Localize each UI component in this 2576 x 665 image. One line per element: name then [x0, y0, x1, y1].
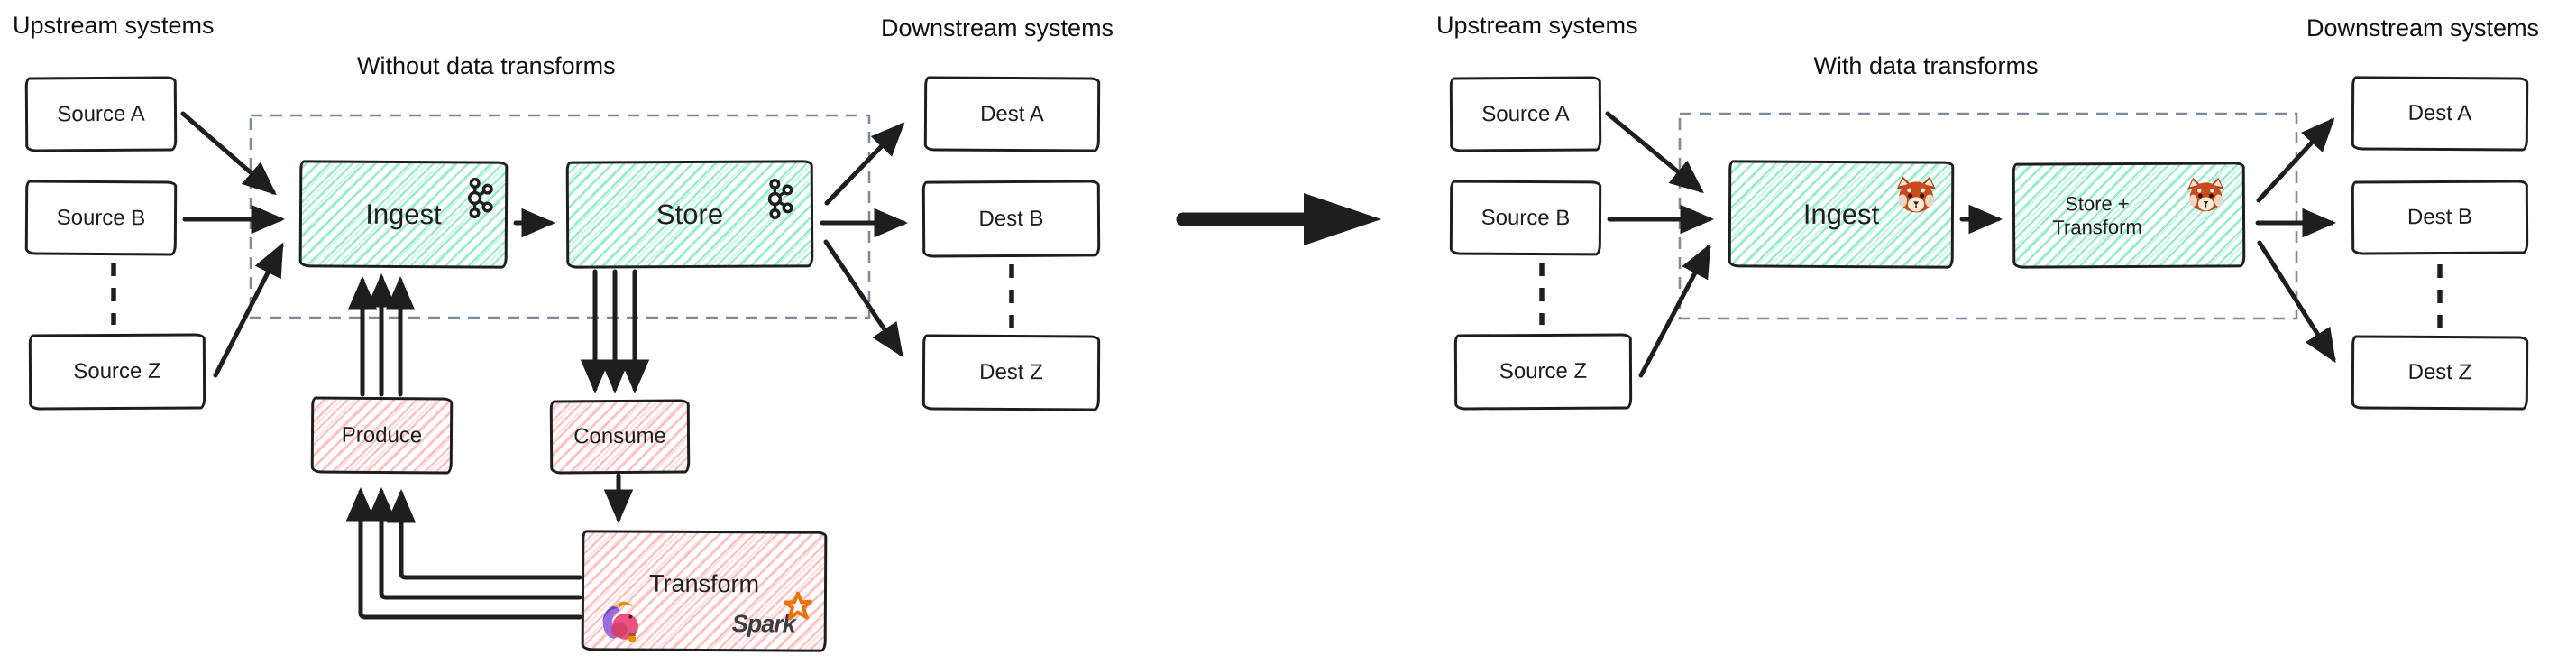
node-label: Source Z	[73, 358, 161, 384]
node-label: Source B	[56, 205, 146, 230]
node-label: Ingest	[365, 198, 442, 230]
node-dest-z-left: Dest Z	[921, 334, 1101, 411]
node-label: Source A	[57, 101, 145, 126]
spark-logo: Spark	[732, 591, 812, 638]
arrow-store-destZ	[823, 239, 903, 358]
node-label: Dest Z	[2407, 359, 2472, 385]
node-source-a-right: Source A	[1449, 76, 1602, 152]
node-label: Consume	[573, 423, 666, 449]
kafka-icon	[467, 177, 493, 219]
node-source-b-left: Source B	[24, 180, 178, 256]
arrow-transform-produce-1	[386, 489, 582, 580]
transition-arrow	[1176, 193, 1381, 245]
node-ingest-right: Ingest	[1728, 160, 1955, 269]
node-dest-b-left: Dest B	[921, 180, 1101, 258]
node-source-a-left: Source A	[24, 76, 178, 152]
arrow-storetransform-destA	[2256, 117, 2335, 203]
arrow-sourceZ-ingest-left	[213, 242, 284, 378]
node-label: Ingest	[1802, 198, 1880, 230]
arrow-store-destA	[824, 122, 905, 206]
node-dest-z-right: Dest Z	[2351, 335, 2529, 411]
platform-frame-left	[249, 114, 871, 319]
downstream-label-right: Downstream systems	[2306, 14, 2540, 42]
node-source-z-left: Source Z	[28, 333, 206, 411]
node-dest-a-right: Dest A	[2351, 76, 2529, 152]
platform-frame-right	[1678, 112, 2298, 320]
upstream-label-left: Upstream systems	[13, 12, 215, 39]
node-label: Dest B	[2406, 204, 2473, 230]
node-source-b-right: Source B	[1449, 180, 1602, 256]
node-label: Dest A	[2407, 100, 2472, 126]
node-label: Dest Z	[979, 359, 1043, 385]
arrow-transform-produce-3	[345, 487, 582, 620]
node-store-left: Store	[565, 160, 814, 269]
store-transform-line2: Transform	[2052, 215, 2142, 238]
node-produce: Produce	[310, 396, 454, 475]
node-label: Source B	[1481, 205, 1571, 230]
downstream-label-left: Downstream systems	[881, 14, 1114, 42]
node-store-transform: Store + Transform	[2012, 162, 2246, 269]
kafka-icon	[767, 178, 793, 220]
redpanda-icon	[1896, 176, 1937, 213]
store-transform-line1: Store +	[2065, 191, 2130, 215]
node-ingest-left: Ingest	[298, 160, 509, 269]
diagram-title-left: Without data transforms	[357, 52, 616, 79]
arrow-transform-produce-2	[366, 487, 582, 600]
node-label: Transform	[648, 569, 760, 597]
node-label: Dest B	[978, 206, 1044, 231]
arrow-storetransform-destZ	[2257, 240, 2336, 364]
node-transform: Transform Spark	[581, 530, 828, 652]
redpanda-icon	[2186, 177, 2224, 212]
arrow-sourceA-ingest-right	[1605, 111, 1704, 194]
node-label: Dest A	[980, 101, 1044, 126]
node-dest-b-right: Dest B	[2351, 180, 2529, 255]
node-label: Store	[655, 198, 724, 230]
node-label: Source Z	[1499, 358, 1588, 384]
node-label: Source A	[1481, 101, 1570, 126]
spark-star-icon	[783, 591, 812, 621]
node-dest-a-left: Dest A	[923, 76, 1101, 152]
node-consume: Consume	[549, 399, 691, 475]
node-label: Produce	[341, 422, 423, 448]
arrow-sourceA-ingest-left	[180, 111, 277, 196]
flink-squirrel-icon	[602, 601, 638, 643]
upstream-label-right: Upstream systems	[1436, 12, 1638, 39]
diagram-title-right: With data transforms	[1813, 52, 2039, 79]
node-source-z-right: Source Z	[1453, 333, 1633, 411]
node-label: Store + Transform	[2052, 191, 2142, 239]
arrow-sourceZ-ingest-right	[1638, 243, 1711, 378]
